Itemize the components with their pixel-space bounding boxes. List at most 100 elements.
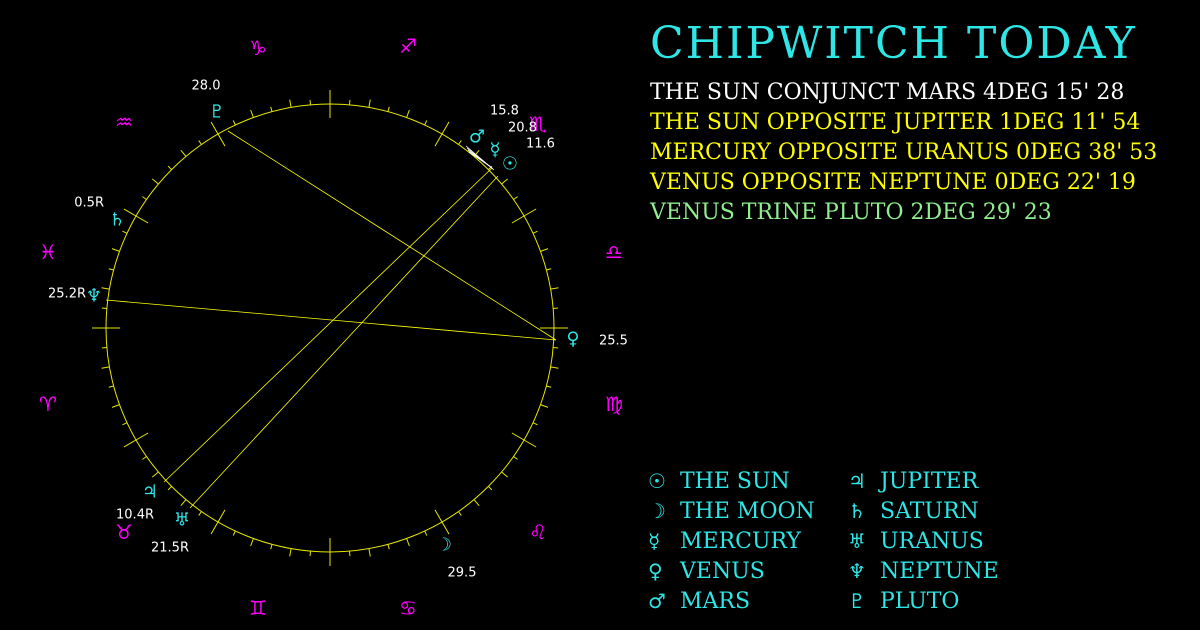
degree-tick (289, 548, 292, 557)
degree-tick (142, 456, 147, 460)
legend-label: MARS (680, 588, 751, 614)
degree-tick (198, 140, 202, 145)
degree-tick (550, 366, 559, 369)
mercury-icon: ☿ (648, 529, 661, 553)
aspect-line (227, 130, 557, 341)
degree-tick (180, 149, 187, 157)
legend-item-saturn: ♄SATURN (848, 497, 1048, 525)
aspect-line (468, 151, 492, 168)
degree-tick (513, 456, 518, 460)
legend-label: PLUTO (880, 588, 960, 614)
degree-tick (488, 165, 493, 170)
moon-icon: ☽ (648, 499, 666, 523)
legend-item-neptune: ♆NEPTUNE (848, 557, 1048, 585)
zodiac-signs: ♑♐♏♎♍♌♋♊♉♈♓♒ (39, 34, 623, 620)
degree-tick (458, 140, 462, 145)
degree-tick (180, 499, 187, 507)
degree-tick (387, 106, 390, 112)
aspect-line-2: THE SUN OPPOSITE JUPITER 1DEG 11' 54 (650, 110, 1141, 135)
degree-tick (122, 422, 128, 426)
legend-label: THE MOON (680, 498, 815, 524)
venus-degree-label: 25.5 (599, 334, 628, 349)
virgo-icon: ♍ (605, 392, 623, 416)
sagittarius-icon: ♐ (399, 34, 417, 58)
degree-tick (111, 404, 120, 408)
degree-tick (424, 530, 428, 536)
degree-tick (270, 544, 273, 550)
legend-label: SATURN (880, 498, 979, 524)
planet-legend: ☉THE SUN ♃ JUPITER ☽ THE MOON ♄SATURN ☿ MER… (648, 467, 1048, 615)
saturn-icon: ♄ (109, 210, 125, 231)
sun-icon: ☉ (502, 154, 518, 175)
legend-item-mercury: ☿ MERCURY (648, 527, 848, 555)
legend-label: VENUS (680, 558, 765, 584)
degree-tick (108, 268, 114, 271)
pisces-icon: ♓ (39, 240, 57, 264)
degree-tick (151, 471, 159, 478)
degree-tick (546, 385, 552, 388)
planet-degree-labels: 28.015.820.811.60.5R25.2R25.510.4R21.5R2… (48, 79, 628, 581)
libra-icon: ♎ (605, 240, 623, 264)
legend-item-mars: ♂ MARS (648, 587, 848, 615)
degree-tick (108, 385, 114, 388)
aries-icon: ♈ (39, 392, 57, 416)
degree-tick (250, 538, 254, 547)
pluto-degree-label: 28.0 (192, 79, 221, 94)
jupiter-icon: ♃ (142, 482, 158, 503)
degree-tick (122, 230, 128, 234)
degree-tick (270, 106, 273, 112)
degree-tick (387, 544, 390, 550)
degree-tick (550, 287, 559, 290)
jupiter-icon: ♃ (848, 469, 866, 493)
uranus-degree-label: 21.5R (151, 541, 189, 556)
page-title: CHIPWITCH TODAY (650, 18, 1137, 69)
mars-icon: ♂ (648, 589, 666, 613)
sun-icon: ☉ (648, 469, 666, 493)
venus-icon: ♀ (648, 559, 663, 583)
degree-tick (232, 530, 236, 536)
legend-item-sun: ☉THE SUN (648, 467, 848, 495)
legend-item-moon: ☽ THE MOON (648, 497, 848, 525)
taurus-icon: ♉ (115, 520, 133, 544)
degree-tick (473, 499, 480, 507)
degree-tick (532, 230, 538, 234)
saturn-degree-label: 0.5R (74, 196, 104, 211)
degree-tick (406, 109, 410, 118)
degree-tick (513, 196, 518, 200)
uranus-icon: ♅ (174, 510, 190, 531)
legend-label: JUPITER (880, 468, 979, 494)
legend-item-pluto: ♇ PLUTO (848, 587, 1048, 615)
degree-ticks (92, 90, 568, 566)
venus-icon: ♀ (566, 329, 579, 350)
degree-tick (546, 268, 552, 271)
degree-tick (406, 538, 410, 547)
aspect-line-1: THE SUN CONJUNCT MARS 4DEG 15' 28 (650, 80, 1125, 105)
legend-label: URANUS (880, 528, 984, 554)
degree-tick (101, 366, 110, 369)
aspect-line-4: VENUS OPPOSITE NEPTUNE 0DEG 22' 19 (650, 170, 1136, 195)
pluto-icon: ♇ (848, 589, 866, 613)
degree-tick (540, 404, 549, 408)
chart-circle (105, 103, 555, 553)
legend-item-uranus: ♅ URANUS (848, 527, 1048, 555)
mars-icon: ♂ (469, 127, 485, 148)
legend-label: MERCURY (680, 528, 801, 554)
mars-degree-label: 15.8 (490, 104, 519, 119)
degree-tick (488, 486, 493, 491)
degree-tick (501, 471, 509, 478)
gemini-icon: ♊ (249, 596, 267, 620)
aspect-line-3: MERCURY OPPOSITE URANUS 0DEG 38' 53 (650, 140, 1158, 165)
capricorn-icon: ♑ (249, 36, 267, 60)
moon-icon: ☽ (436, 535, 452, 556)
aspect-line (189, 175, 499, 509)
degree-tick (232, 120, 236, 126)
neptune-degree-label: 25.2R (48, 287, 86, 302)
degree-tick (540, 248, 549, 252)
scorpio-icon: ♏ (529, 112, 547, 136)
uranus-icon: ♅ (848, 529, 866, 553)
aspect-line (105, 299, 557, 341)
legend-item-jupiter: ♃ JUPITER (848, 467, 1048, 495)
jupiter-degree-label: 10.4R (116, 508, 154, 523)
leo-icon: ♌ (529, 520, 547, 544)
aspect-lines (105, 130, 557, 509)
